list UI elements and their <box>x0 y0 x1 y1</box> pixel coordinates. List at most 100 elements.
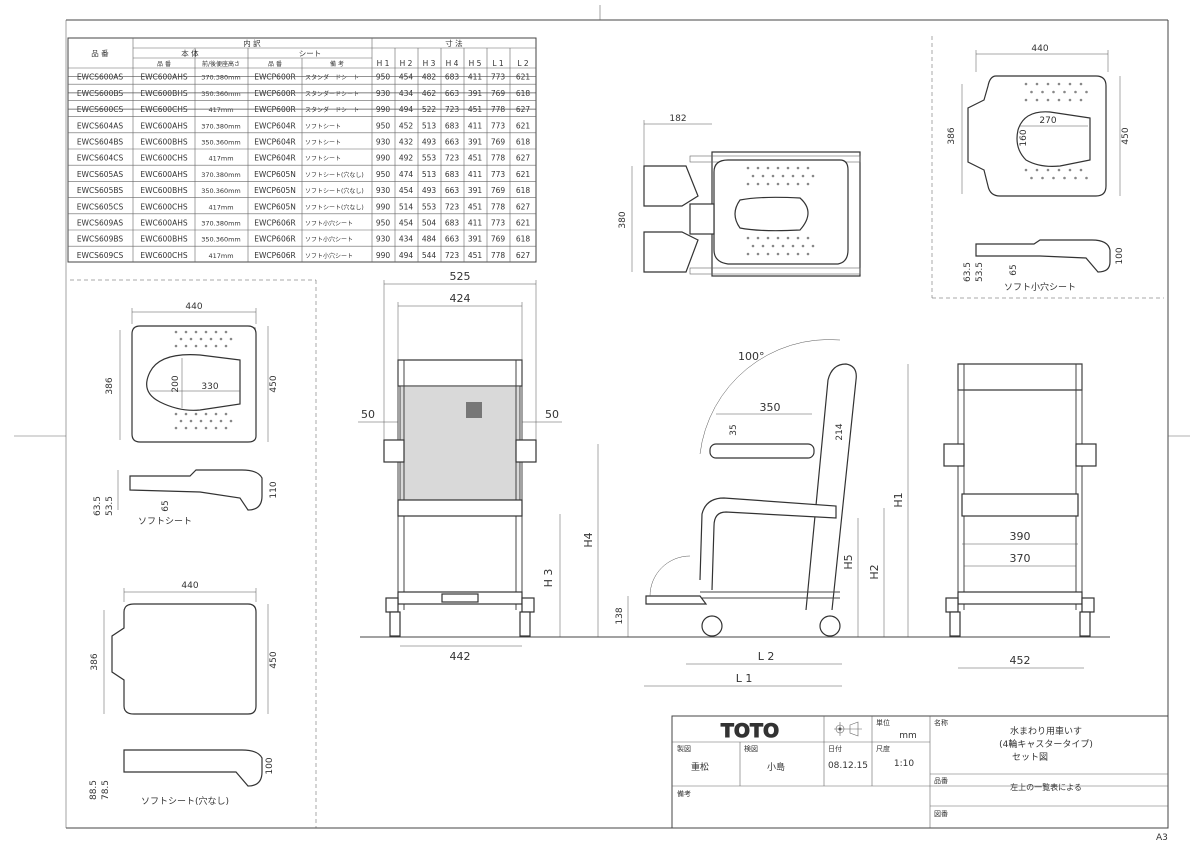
table-cell-body: EWC600AHS <box>140 170 187 179</box>
table-cell-l2: 618 <box>516 138 531 147</box>
table-cell-seat: EWCP600R <box>254 89 295 98</box>
table-cell-h2: 434 <box>399 89 414 98</box>
soft-seat-width: 440 <box>185 302 202 312</box>
seat-hole-dot <box>1030 176 1033 180</box>
spec-table: 品 番 内 訳 本 体 シート 寸 法 品 番 前/後便座高さ 品 番 備 考 … <box>67 37 537 263</box>
side-dim-h4: H4 <box>582 532 595 547</box>
seat-hole-dot <box>781 174 785 178</box>
nohole-seat-caption: ソフトシート(穴なし) <box>141 795 229 807</box>
label-hinban: 品番 <box>934 777 948 785</box>
table-cell-height: 350.360mm <box>201 139 241 147</box>
side-dim-foot: 138 <box>615 607 625 624</box>
nohole-seat-t1: 88.5 <box>89 780 99 800</box>
seat-hole-dot <box>1057 82 1061 86</box>
table-cell-l1: 778 <box>491 251 506 260</box>
seat-hole-dot <box>756 166 760 170</box>
table-cell-h4: 663 <box>445 138 460 147</box>
small-seat-inner-w: 270 <box>1039 116 1056 126</box>
seat-hole-dot <box>1074 90 1077 94</box>
value-checked: 小島 <box>767 761 785 773</box>
table-cell-l1: 769 <box>491 186 506 195</box>
seat-hole-dot <box>1046 168 1050 172</box>
table-cell-h5: 451 <box>468 251 483 260</box>
seat-hole-dot <box>194 330 198 334</box>
seat-hole-dot <box>214 330 218 334</box>
seat-hole-dot <box>1052 90 1055 94</box>
table-cell-model: EWCS605CS <box>77 202 124 211</box>
sheet-size: A3 <box>1156 833 1168 843</box>
table-cell-note: ソフトシート(穴なし) <box>305 187 364 195</box>
table-cell-height: 370.380mm <box>201 171 241 179</box>
front-dim-442: 442 <box>450 650 471 663</box>
seat-hole-dot <box>1024 82 1028 86</box>
table-cell-l1: 778 <box>491 105 506 114</box>
table-cell-h1: 930 <box>376 138 391 147</box>
seat-hole-dot <box>199 337 203 341</box>
table-cell-height: 350.360mm <box>201 187 241 195</box>
seat-hole-dot <box>776 166 780 170</box>
seat-hole-dot <box>189 337 193 341</box>
seat-hole-dot <box>786 252 790 256</box>
table-cell-l1: 769 <box>491 138 506 147</box>
side-dim-h2: H2 <box>868 564 881 579</box>
table-cell-model: EWCS600BS <box>77 89 123 98</box>
seat-hole-dot <box>801 244 805 248</box>
dim-head-h2: H 2 <box>400 59 413 68</box>
table-cell-note: ソフトシート <box>305 156 341 163</box>
seat-hole-dot <box>806 236 810 240</box>
seat-hole-dot <box>1024 98 1028 102</box>
table-cell-h1: 990 <box>376 251 391 260</box>
seat-hole-dot <box>204 330 208 334</box>
table-cell-h4: 683 <box>445 219 460 228</box>
seat-hole-dot <box>771 244 775 248</box>
table-cell-l2: 621 <box>516 121 531 130</box>
projection-symbol-icon <box>834 721 862 737</box>
front-mesh-pattern <box>466 402 482 418</box>
soft-seat-depth: 386 <box>105 377 115 394</box>
table-cell-h5: 451 <box>468 105 483 114</box>
table-cell-model: EWCS609AS <box>77 219 124 228</box>
seat-hole-dot <box>219 419 223 423</box>
soft-seat-depth2: 450 <box>269 375 279 392</box>
table-cell-note: スタンダードシート <box>305 90 359 98</box>
table-cell-h4: 683 <box>445 121 460 130</box>
seat-hole-dot <box>1079 168 1083 172</box>
table-cell-height: 417mm <box>208 203 233 211</box>
table-cell-l1: 773 <box>491 219 506 228</box>
table-cell-l2: 621 <box>516 170 531 179</box>
table-cell-h5: 391 <box>468 235 483 244</box>
seat-hole-dot <box>1079 98 1083 102</box>
seat-hole-dot <box>776 236 780 240</box>
table-cell-h4: 723 <box>445 105 460 114</box>
seat-hole-dot <box>224 344 228 348</box>
table-cell-h5: 391 <box>468 186 483 195</box>
seat-hole-dot <box>184 330 188 334</box>
seat-hole-dot <box>751 174 755 178</box>
seat-hole-dot <box>209 419 213 423</box>
dim-head-l1: L 1 <box>492 59 504 68</box>
seat-hole-dot <box>184 344 188 348</box>
seat-hole-dot <box>1052 176 1055 180</box>
table-cell-h3: 484 <box>422 235 437 244</box>
rear-dim-370: 370 <box>1010 552 1031 565</box>
side-dim-arm-h: 35 <box>729 424 739 435</box>
dim-head-h4: H 4 <box>446 59 459 68</box>
seat-hole-dot <box>806 166 810 170</box>
label-zuban: 図番 <box>934 810 948 818</box>
table-cell-body: EWC600CHS <box>140 202 188 211</box>
table-cell-l1: 769 <box>491 235 506 244</box>
label-unit: 単位 <box>876 718 890 727</box>
soft-seat-t2: 53.5 <box>105 496 115 516</box>
dim-head-h1: H 1 <box>377 59 390 68</box>
table-cell-l2: 627 <box>516 154 531 163</box>
seat-hole-dot <box>786 182 790 186</box>
value-unit: mm <box>899 731 917 741</box>
small-seat-t4: 100 <box>1115 247 1125 264</box>
label-date: 日付 <box>828 744 842 753</box>
seat-hole-dot <box>1035 168 1039 172</box>
seat-hole-dot <box>806 182 810 186</box>
seat-hole-dot <box>1074 176 1077 180</box>
seat-hole-dot <box>746 236 750 240</box>
table-cell-h3: 504 <box>422 219 437 228</box>
side-view: 350 35 214 100° H1 H2 H4 H5 138 L 2 L 1 <box>582 339 909 687</box>
